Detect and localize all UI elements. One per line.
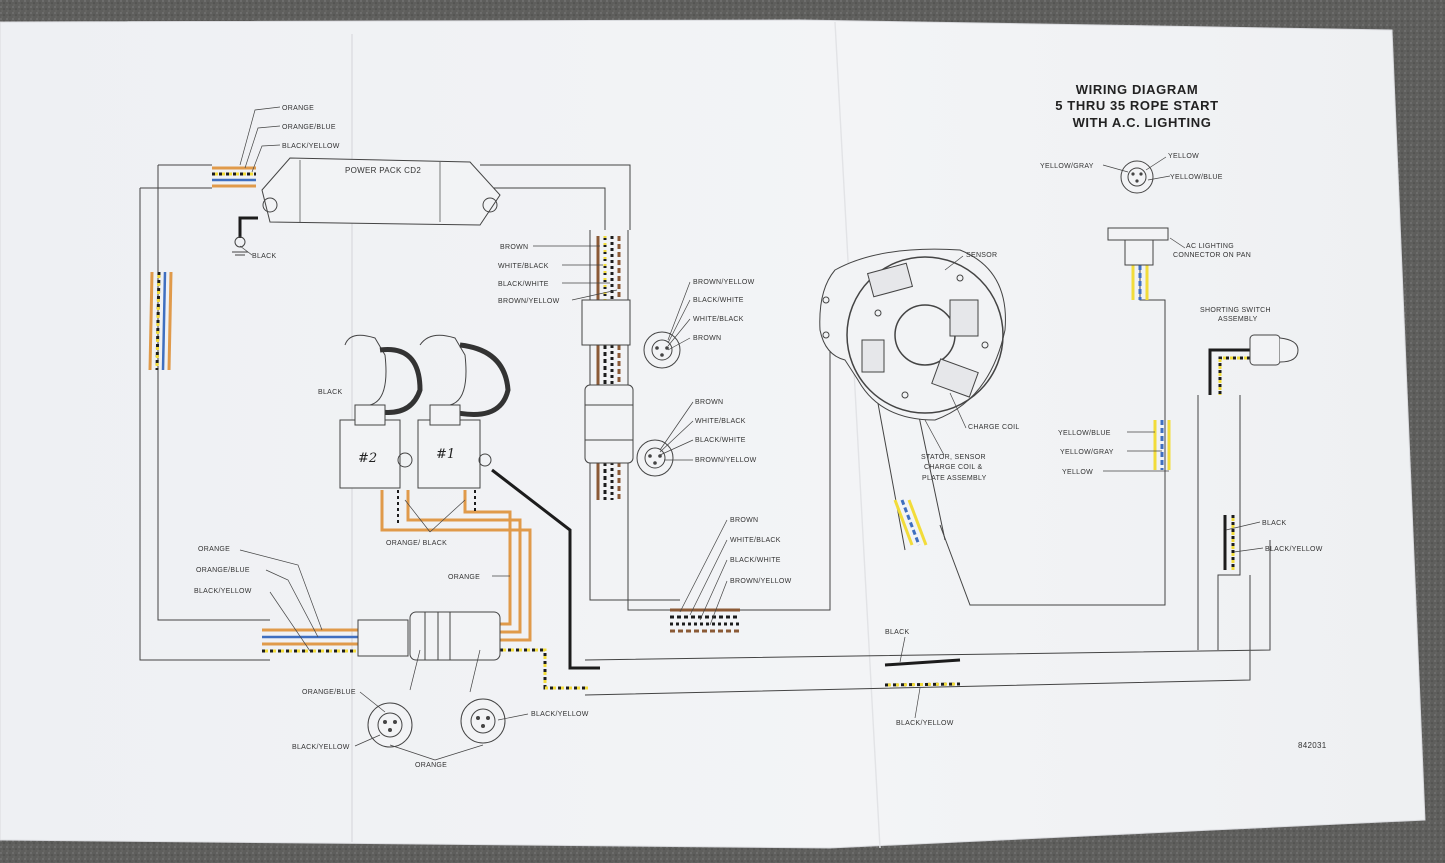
label-yellow-top: YELLOW [1168, 153, 1199, 160]
label-stator-black-white: BLACK/WHITE [730, 557, 781, 564]
label-switch-black: BLACK [1262, 520, 1286, 527]
paper-fold [834, 21, 881, 849]
label-left-orange: ORANGE [198, 546, 230, 553]
label-black-yellow: BLACK/YELLOW [282, 143, 340, 150]
label-stator-white-black: WHITE/BLACK [730, 537, 781, 544]
ground-symbol [232, 216, 258, 256]
label-yellow-blue: YELLOW/BLUE [1058, 430, 1111, 437]
power-pack-label: POWER PACK CD2 [345, 166, 421, 175]
shorting-switch-wires [1208, 348, 1250, 570]
label-yellow-gray: YELLOW/GRAY [1060, 449, 1114, 456]
label-plug-lower-black-white: BLACK/WHITE [695, 437, 746, 444]
label-shorting-switch-2: ASSEMBLY [1218, 316, 1258, 323]
label-bottom-black-yellow-left: BLACK/YELLOW [292, 744, 350, 751]
center-plug-lower [636, 439, 674, 477]
label-orange-black: ORANGE/ BLACK [386, 540, 447, 547]
coil-2-label: #2 [358, 451, 377, 466]
label-brown-yellow: BROWN/YELLOW [498, 298, 560, 305]
label-charge-coil: CHARGE COIL [968, 424, 1020, 431]
label-orange-mid: ORANGE [448, 574, 480, 581]
bottom-harness [584, 540, 1271, 696]
label-plug-upper-brown: BROWN [693, 335, 721, 342]
label-yellow-gray-top: YELLOW/GRAY [1040, 163, 1094, 170]
label-ac-connector-2: CONNECTOR ON PAN [1173, 252, 1251, 259]
orange-wires [380, 490, 532, 642]
label-black-white: BLACK/WHITE [498, 281, 549, 288]
left-harness-top [140, 164, 212, 189]
black-ground-wire [491, 468, 600, 670]
label-bottom-orange: ORANGE [415, 762, 447, 769]
left-vertical-bundle [148, 271, 173, 371]
top-right-plug [1120, 160, 1154, 194]
right-harness-ac [939, 270, 1166, 606]
label-stator-2: CHARGE COIL & [924, 464, 983, 471]
top-bundle [212, 166, 256, 188]
bottom-left-bundle [262, 628, 360, 653]
label-plug-upper-brown-yellow: BROWN/YELLOW [693, 279, 755, 286]
ac-lighting-wires [1131, 265, 1171, 470]
bottom-plug-right [460, 698, 506, 744]
label-stator-3: PLATE ASSEMBLY [922, 475, 987, 482]
label-switch-black-yellow: BLACK/YELLOW [1265, 546, 1323, 553]
label-left-black-yellow: BLACK/YELLOW [194, 588, 252, 595]
short-switch-harness [1197, 395, 1241, 650]
bottom-right-wires [884, 658, 961, 687]
label-plug-lower-brown-yellow: BROWN/YELLOW [695, 457, 757, 464]
label-left-orange-blue: ORANGE/BLUE [196, 567, 250, 574]
title-line-3: WITH A.C. LIGHTING [1073, 115, 1212, 130]
label-black: BLACK [252, 253, 276, 260]
label-orange: ORANGE [282, 105, 314, 112]
center-lower-bundle [596, 462, 621, 500]
center-plug-upper [643, 331, 681, 369]
center-upper-bundle [596, 236, 621, 300]
label-stator-brown: BROWN [730, 517, 758, 524]
label-stator-brown-yellow: BROWN/YELLOW [730, 578, 792, 585]
right-harness-power [480, 164, 631, 230]
label-lower-black-yellow: BLACK/YELLOW [896, 720, 954, 727]
label-plug-upper-white-black: WHITE/BLACK [693, 316, 744, 323]
stator-bottom-bundle [670, 608, 740, 633]
power-pack [261, 157, 501, 226]
label-stator-1: STATOR, SENSOR [921, 454, 986, 461]
label-plug-lower-white-black: WHITE/BLACK [695, 418, 746, 425]
bottom-plug-left [367, 702, 413, 748]
coil-1-label: #1 [436, 447, 455, 462]
label-bottom-orange-blue: ORANGE/BLUE [302, 689, 356, 696]
paper-sheet [0, 19, 1426, 849]
label-yellow-blue-top: YELLOW/BLUE [1170, 174, 1223, 181]
center-mid-bundle [596, 345, 621, 385]
label-lower-black: BLACK [885, 629, 909, 636]
label-brown: BROWN [500, 244, 528, 251]
label-sensor: SENSOR [966, 252, 997, 259]
label-yellow: YELLOW [1062, 469, 1093, 476]
bottom-connector [357, 611, 501, 661]
shorting-switch [1249, 334, 1299, 366]
title-line-2: 5 THRU 35 ROPE START [1055, 98, 1218, 113]
stator-plate [819, 248, 1006, 421]
label-white-black: WHITE/BLACK [498, 263, 549, 270]
label-ac-connector-1: AC LIGHTING [1186, 243, 1234, 250]
label-shorting-switch-1: SHORTING SWITCH [1200, 307, 1271, 314]
part-number: 842031 [1298, 741, 1327, 750]
label-black-mid: BLACK [318, 389, 342, 396]
title-line-1: WIRING DIAGRAM [1076, 82, 1199, 97]
label-plug-upper-black-white: BLACK/WHITE [693, 297, 744, 304]
label-orange-blue: ORANGE/BLUE [282, 124, 336, 131]
ac-connector [1107, 227, 1169, 266]
leader-lines [239, 106, 1264, 761]
center-connector [581, 299, 634, 464]
label-plug-lower-brown: BROWN [695, 399, 723, 406]
ignition-coils [339, 334, 511, 489]
label-bottom-black-yellow-right: BLACK/YELLOW [531, 711, 589, 718]
stator-leads [893, 499, 928, 546]
black-yellow-bottom-wire [500, 648, 590, 690]
